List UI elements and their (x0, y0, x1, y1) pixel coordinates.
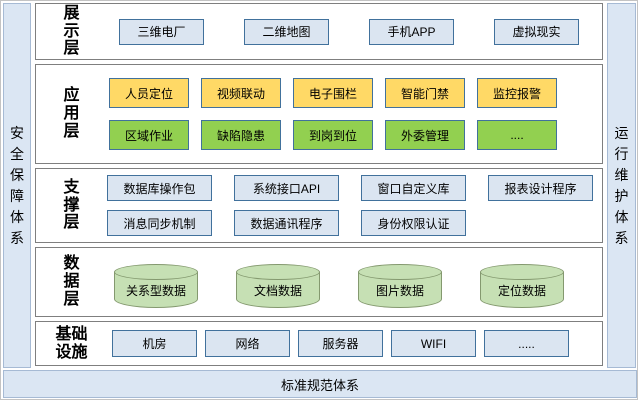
support-layer-title: 支撑层 (36, 169, 107, 242)
support-row-1: 数据库操作包 系统接口API 窗口自定义库 报表设计程序 (107, 175, 602, 201)
application-row-2: 区域作业 缺陷隐患 到岗到位 外委管理 .... (109, 120, 602, 150)
application-layer-title: 应用层 (36, 65, 107, 163)
application-box-ellipsis: .... (477, 120, 557, 150)
support-box: 数据库操作包 (107, 175, 212, 201)
presentation-box: 三维电厂 (119, 18, 204, 45)
cylinder-top (236, 263, 320, 280)
infrastructure-row: 机房 网络 服务器 WIFI ..... (112, 330, 602, 357)
presentation-box: 虚拟现实 (494, 18, 579, 45)
standards-band-label: 标准规范体系 (280, 377, 359, 393)
cylinder-label: 定位数据 (497, 283, 546, 298)
security-assurance-pillar: 安全保障体系 (3, 3, 31, 368)
support-box: 报表设计程序 (488, 175, 593, 201)
application-box: 到岗到位 (293, 120, 373, 150)
operation-maintenance-pillar: 运行维护体系 (607, 3, 636, 368)
presentation-box: 手机APP (369, 18, 454, 45)
application-box: 区域作业 (109, 120, 189, 150)
application-box: 视频联动 (201, 78, 281, 108)
application-box: 智能门禁 (385, 78, 465, 108)
infrastructure-layer: 基础设施 机房 网络 服务器 WIFI ..... (35, 321, 603, 366)
data-cylinder-row: 关系型数据 文档数据 图片数据 定位数据 (114, 257, 602, 308)
application-row-1: 人员定位 视频联动 电子围栏 智能门禁 监控报警 (109, 78, 602, 108)
cylinder-top (358, 263, 442, 280)
data-layer-title-text: 数据层 (63, 255, 80, 308)
support-box: 身份权限认证 (361, 210, 466, 236)
infrastructure-box: 服务器 (298, 330, 383, 357)
infrastructure-box: WIFI (391, 330, 476, 357)
cylinder-label: 关系型数据 (125, 283, 186, 298)
application-box: 人员定位 (109, 78, 189, 108)
infrastructure-layer-title: 基础设施 (36, 322, 107, 365)
cylinder-label: 文档数据 (253, 283, 302, 298)
support-layer: 支撑层 数据库操作包 系统接口API 窗口自定义库 报表设计程序 消息同步机制 … (35, 168, 603, 243)
presentation-box: 二维地图 (244, 18, 329, 45)
support-box: 系统接口API (234, 175, 339, 201)
application-box: 电子围栏 (293, 78, 373, 108)
data-layer-content: 关系型数据 文档数据 图片数据 定位数据 (107, 248, 602, 316)
application-box: 缺陷隐患 (201, 120, 281, 150)
security-assurance-pillar-label: 安全保障体系 (9, 124, 24, 246)
application-box: 监控报警 (477, 78, 557, 108)
database-cylinder: 图片数据 (358, 263, 442, 308)
cylinder-top (114, 263, 198, 280)
presentation-layer: 展示层 三维电厂 二维地图 手机APP 虚拟现实 (35, 3, 603, 60)
application-box: 外委管理 (385, 120, 465, 150)
infrastructure-box: 网络 (205, 330, 290, 357)
infrastructure-layer-content: 机房 网络 服务器 WIFI ..... (107, 322, 602, 365)
infrastructure-box: 机房 (112, 330, 197, 357)
presentation-layer-content: 三维电厂 二维地图 手机APP 虚拟现实 (107, 4, 602, 59)
presentation-layer-title: 展示层 (36, 4, 107, 59)
cylinder-top (480, 263, 564, 280)
presentation-row: 三维电厂 二维地图 手机APP 虚拟现实 (119, 18, 602, 45)
support-layer-title-text: 支撑层 (63, 178, 80, 232)
application-layer-title-text: 应用层 (63, 87, 80, 140)
support-row-2: 消息同步机制 数据通讯程序 身份权限认证 (107, 210, 602, 236)
support-box: 窗口自定义库 (361, 175, 466, 201)
application-layer-content: 人员定位 视频联动 电子围栏 智能门禁 监控报警 区域作业 缺陷隐患 到岗到位 … (107, 65, 602, 163)
database-cylinder: 定位数据 (480, 263, 564, 308)
operation-maintenance-pillar-label: 运行维护体系 (614, 124, 629, 246)
support-layer-content: 数据库操作包 系统接口API 窗口自定义库 报表设计程序 消息同步机制 数据通讯… (107, 169, 602, 242)
standards-band: 标准规范体系 (3, 370, 637, 398)
database-cylinder: 关系型数据 (114, 263, 198, 308)
cylinder-label: 图片数据 (375, 283, 424, 298)
application-layer: 应用层 人员定位 视频联动 电子围栏 智能门禁 监控报警 区域作业 缺陷隐患 到… (35, 64, 603, 164)
support-box: 数据通讯程序 (234, 210, 339, 236)
infrastructure-box-ellipsis: ..... (484, 330, 569, 357)
database-cylinder: 文档数据 (236, 263, 320, 308)
presentation-layer-title-text: 展示层 (63, 4, 80, 58)
infrastructure-layer-title-text: 基础设施 (55, 325, 88, 361)
support-box: 消息同步机制 (107, 210, 212, 236)
data-layer-title: 数据层 (36, 248, 107, 316)
data-layer: 数据层 关系型数据 文档数据 图片数据 (35, 247, 603, 317)
